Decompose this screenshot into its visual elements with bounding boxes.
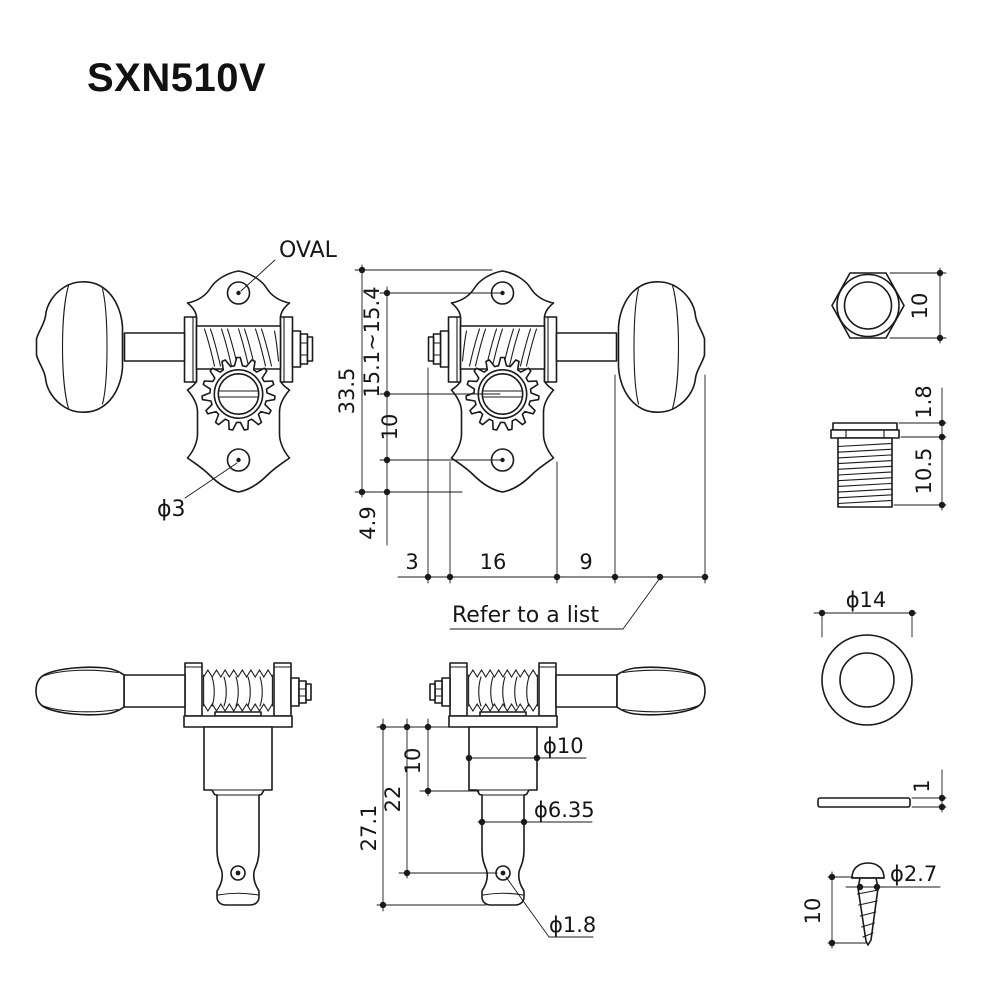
callout-labels: OVAL ϕ3: [157, 238, 338, 522]
dim-post-total: 27.1: [357, 805, 381, 852]
tuner-side-view-dimensioned: [429, 662, 706, 906]
dim-plate-width: 16: [480, 550, 507, 574]
dim-plate-to-button: 9: [579, 550, 592, 574]
bushing-view: 1.8 10.5: [830, 385, 947, 511]
dim-bushing-flange: 1.8: [912, 385, 936, 418]
dim-screw-length: 10: [801, 898, 825, 925]
washer-side-view: 1: [817, 769, 947, 813]
washer-front-view: ϕ14: [813, 588, 917, 726]
dim-post-mid-dia: ϕ6.35: [534, 798, 595, 822]
dim-nut-height: 10: [908, 293, 932, 320]
dim-plate-height: 33.5: [335, 368, 359, 415]
hex-nut-view: 10: [831, 267, 947, 344]
dim-base-to-hole: 22: [381, 786, 405, 813]
dim-washer-thickness: 1: [910, 779, 934, 792]
page-title: SXN510V: [87, 56, 266, 100]
tuner-side-view-left: [35, 662, 312, 906]
dim-hole-to-post: 15.1~15.4: [360, 286, 384, 397]
dim-string-hole-dia: ϕ1.8: [549, 913, 596, 937]
tuner-front-view-dimensioned: [427, 270, 706, 493]
dim-bushing-thread: 10.5: [912, 448, 936, 495]
dim-screw-dia: ϕ2.7: [890, 862, 937, 886]
oval-button-label: OVAL: [279, 238, 338, 263]
dim-washer-dia: ϕ14: [846, 588, 887, 612]
dim-post-upper: 10: [401, 748, 425, 775]
front-view-dimensions: 33.5 15.1~15.4 10 4.9 3 16 9 Refer to a …: [335, 264, 709, 630]
dim-post-upper-dia: ϕ10: [543, 734, 584, 758]
tuner-front-view-left: [35, 270, 314, 493]
wood-screw-view: ϕ2.7 10: [801, 862, 941, 949]
dim-cap-protrusion: 3: [405, 550, 418, 574]
side-view-dimensions: 27.1 22 10 ϕ10 ϕ6.35 ϕ1.8: [357, 718, 596, 938]
dim-hole-to-edge: 4.9: [356, 506, 380, 539]
button-length-note: Refer to a list: [452, 603, 599, 628]
mount-hole-label: ϕ3: [157, 497, 186, 522]
dim-post-to-lower-hole: 10: [378, 414, 402, 441]
